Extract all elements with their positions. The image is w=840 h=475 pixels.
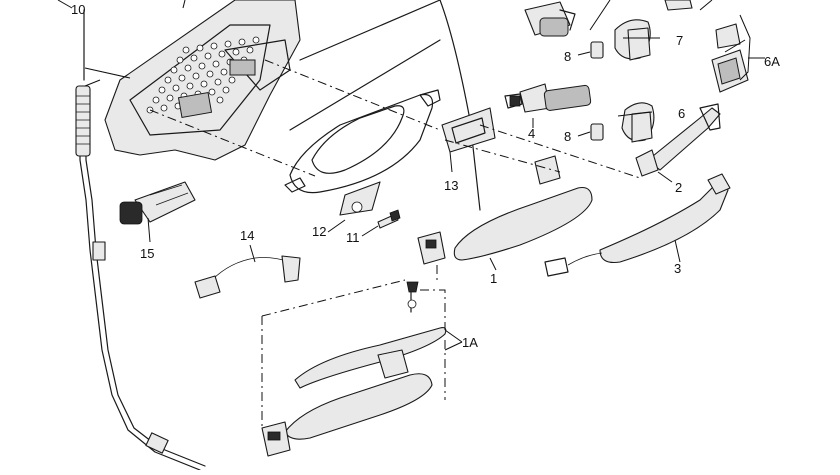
callout-8-bottom: 8 (564, 129, 571, 144)
callout-2: 2 (675, 180, 682, 195)
outer-handle-1 (417, 155, 593, 265)
bracket-hole (224, 40, 232, 48)
bracket-hole (218, 50, 226, 58)
bracket-hole (252, 36, 260, 44)
bracket-hole (212, 60, 220, 68)
bracket-hole (246, 46, 254, 54)
bracket-hole (232, 48, 240, 56)
bracket-hole (190, 54, 198, 62)
callout-1: 1 (490, 271, 497, 286)
bracket-hole (200, 80, 208, 88)
callout-12: 12 (312, 224, 326, 239)
callout-1A: 1A (462, 335, 478, 350)
bracket-hole (216, 96, 224, 104)
bracket-hole (220, 68, 228, 76)
bracket-hole (196, 44, 204, 52)
callout-11: 11 (346, 230, 360, 245)
bracket-hole (208, 88, 216, 96)
lock-cylinder-7-assembly (524, 1, 576, 37)
lock-cylinder-4 (504, 83, 592, 113)
bracket-hole (238, 38, 246, 46)
outer-handle-3 (544, 173, 731, 277)
bracket-hole (176, 56, 184, 64)
connector-15 (119, 181, 196, 225)
callout-14: 14 (240, 228, 254, 243)
pin-8-bottom (590, 123, 604, 141)
gasket-12 (339, 181, 381, 216)
bowden-cable-10 (75, 9, 206, 471)
handle-cover-2 (635, 103, 721, 177)
seal-13 (441, 107, 496, 153)
callout-15: 15 (140, 246, 154, 261)
bracket-hole (158, 86, 166, 94)
bracket-hole (178, 74, 186, 82)
bracket-hole (160, 104, 168, 112)
sensor-14 (194, 255, 301, 299)
callout-3: 3 (674, 261, 681, 276)
cap-6A (664, 0, 749, 93)
handle-bracket (104, 0, 301, 161)
bracket-hole (152, 96, 160, 104)
leader-lines (57, 0, 765, 351)
pin-8-top (590, 41, 604, 59)
handle-escutcheon (284, 89, 441, 194)
bracket-hole (164, 76, 172, 84)
bracket-hole (204, 52, 212, 60)
bracket-hole (228, 76, 236, 84)
callout-6: 6 (678, 106, 685, 121)
bracket-hole (172, 84, 180, 92)
callout-10: 10 (71, 2, 85, 17)
handle-1A-cover (294, 327, 447, 389)
bracket-hole (222, 86, 230, 94)
bracket-hole (206, 70, 214, 78)
callout-6A: 6A (764, 54, 780, 69)
bracket-holes (146, 36, 260, 114)
assembly-lines (149, 59, 641, 430)
bracket-hole (166, 94, 174, 102)
cap-6 (621, 102, 655, 143)
bracket-hole (170, 66, 178, 74)
callout-8-top: 8 (564, 49, 571, 64)
callout-7: 7 (676, 33, 683, 48)
cap-7 (614, 19, 651, 61)
handle-1A-screw (406, 281, 419, 313)
handle-1A-body (261, 349, 433, 457)
callout-4: 4 (528, 126, 535, 141)
bracket-hole (186, 82, 194, 90)
bracket-hole (182, 46, 190, 54)
callout-labels: 10 7 8 6A 6 4 8 2 13 12 11 15 14 1 3 1A (71, 2, 780, 350)
bracket-hole (214, 78, 222, 86)
door-panel (289, 0, 481, 211)
callout-13: 13 (444, 178, 458, 193)
screw-11 (377, 209, 401, 229)
bracket-hole (198, 62, 206, 70)
bracket-hole (210, 42, 218, 50)
bracket-hole (192, 72, 200, 80)
bracket-hole (184, 64, 192, 72)
